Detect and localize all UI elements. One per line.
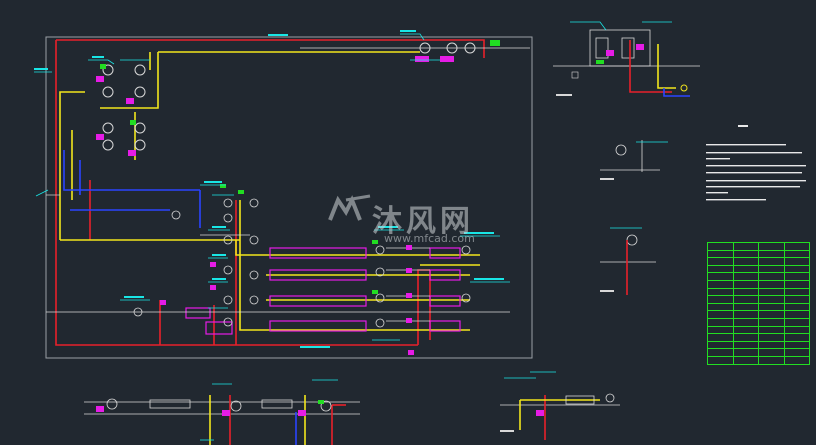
detail-view-2 xyxy=(600,227,656,295)
table-row xyxy=(707,272,810,281)
table-row xyxy=(707,264,810,274)
table-row xyxy=(707,340,810,350)
table-row xyxy=(707,333,810,342)
pump-cluster-top xyxy=(96,64,146,156)
elevation-view-top xyxy=(553,21,700,97)
equipment-boxes xyxy=(185,247,461,335)
red-pipe-network xyxy=(55,39,485,346)
valve-fill-markers xyxy=(160,184,414,355)
yellow-pipe-network xyxy=(59,51,480,331)
table-row xyxy=(707,302,810,312)
table-row xyxy=(707,325,810,335)
table-row xyxy=(707,317,810,327)
table-row xyxy=(707,310,810,319)
table-row xyxy=(707,242,810,251)
bottom-right-detail xyxy=(500,371,620,440)
table-row xyxy=(707,287,810,297)
logo-icon xyxy=(328,194,371,221)
main-drawing-frame xyxy=(45,36,533,359)
valve-symbols xyxy=(133,198,471,328)
blue-pipe-network xyxy=(63,150,201,228)
white-process-lines xyxy=(46,47,530,322)
legend-table xyxy=(707,242,810,365)
bottom-detail-strip xyxy=(84,379,360,445)
table-row xyxy=(707,295,810,304)
cyan-label-blocks xyxy=(34,30,504,348)
watermark-url: www.mfcad.com xyxy=(384,232,475,245)
table-row xyxy=(707,249,810,259)
table-row xyxy=(707,355,810,365)
detail-view-1 xyxy=(600,140,668,180)
notes-block xyxy=(706,125,806,201)
pump-group-top-right xyxy=(415,40,500,62)
table-row xyxy=(707,279,810,289)
table-row xyxy=(707,257,810,266)
table-row xyxy=(707,348,810,357)
cyan-annotations xyxy=(34,33,510,341)
